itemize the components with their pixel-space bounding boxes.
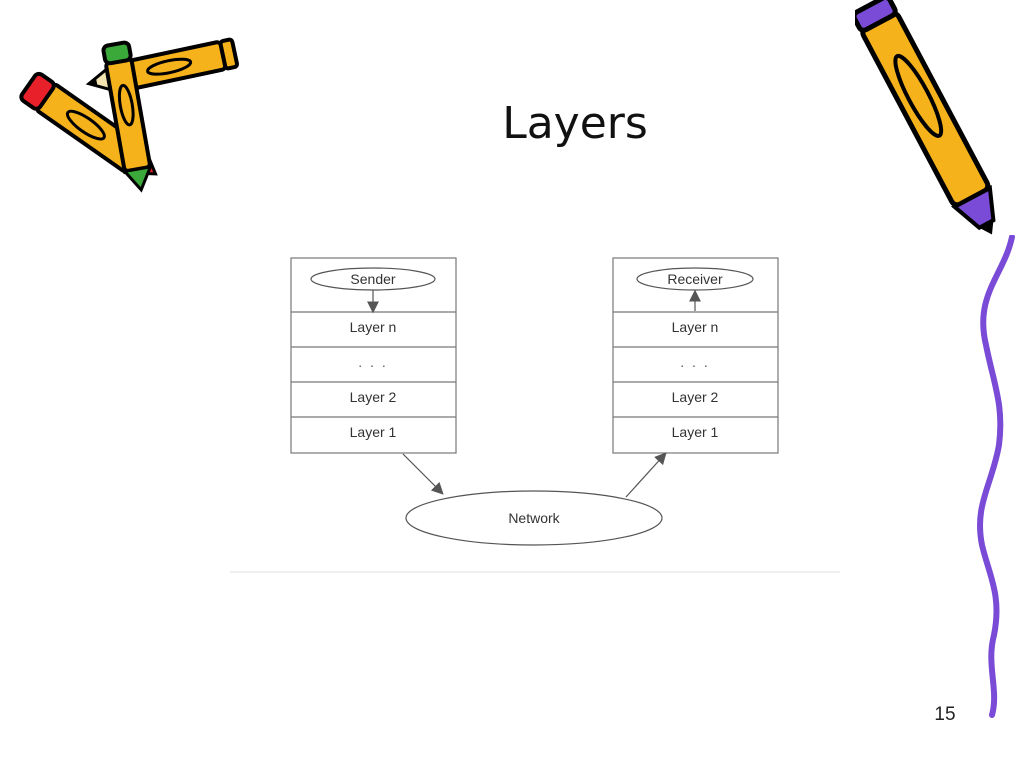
network-node: Network [405, 490, 663, 546]
page-number: 15 [934, 704, 956, 725]
purple-pencil-icon [855, 0, 996, 235]
crossed-pencils-icon [19, 37, 240, 193]
slide-title: Layers [502, 98, 648, 149]
sender-layer-1: Layer 1 [350, 424, 397, 440]
sender-stack: Sender Layer n . . . Layer 2 Layer 1 [290, 257, 457, 454]
sender-layer-dots: . . . [358, 354, 387, 370]
receiver-layer-dots: . . . [680, 354, 709, 370]
layers-diagram: Sender Layer n . . . Layer 2 Layer 1 Rec… [230, 257, 840, 573]
sender-layer-n: Layer n [350, 319, 397, 335]
network-to-receiver-arrow [625, 452, 667, 498]
receiver-layer-n: Layer n [672, 319, 719, 335]
receiver-label: Receiver [667, 271, 723, 287]
sender-label: Sender [350, 271, 395, 287]
receiver-stack: Receiver Layer n . . . Layer 2 Layer 1 [612, 257, 779, 454]
network-label: Network [508, 510, 560, 526]
sender-layer-2: Layer 2 [350, 389, 397, 405]
receiver-layer-2: Layer 2 [672, 389, 719, 405]
sender-to-network-arrow [402, 453, 444, 495]
receiver-layer-1: Layer 1 [672, 424, 719, 440]
squiggle-line-icon [976, 235, 1015, 718]
